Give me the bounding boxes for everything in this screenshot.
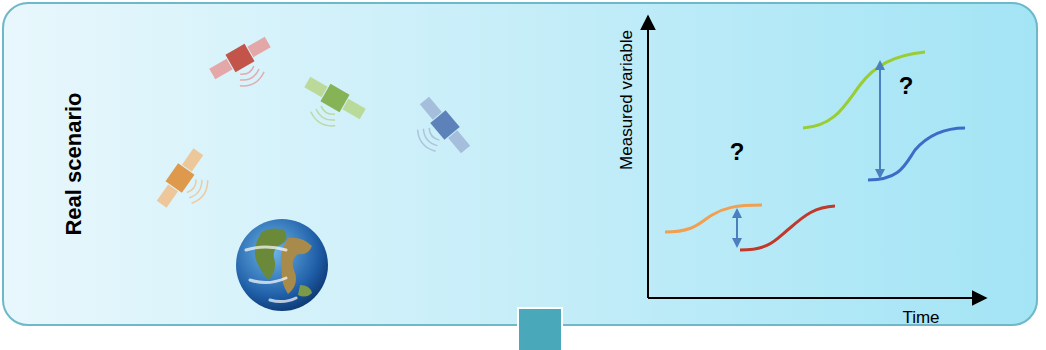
- satellite: [153, 146, 222, 221]
- data-curve: [868, 128, 965, 180]
- data-curve: [665, 205, 762, 232]
- y-axis: [647, 16, 649, 298]
- data-curve: [740, 206, 835, 250]
- scenario-panel: Real scenario: [2, 2, 1038, 326]
- axis-label: Measured variable: [618, 30, 637, 170]
- panel-title: Real scenario: [62, 92, 86, 235]
- teal-square: [518, 308, 562, 350]
- question-mark: ?: [899, 73, 914, 99]
- offset-arrow: [879, 62, 881, 177]
- question-mark: ?: [730, 139, 745, 165]
- panel-ground: [2, 2, 1038, 326]
- satellite: [402, 94, 473, 168]
- earth-globe: [236, 219, 328, 311]
- offset-arrow: [736, 210, 738, 246]
- x-axis: [648, 297, 986, 299]
- satellite: [207, 33, 282, 99]
- axis-label: Time: [902, 309, 939, 328]
- data-curve: [803, 52, 925, 128]
- satellite: [293, 73, 368, 139]
